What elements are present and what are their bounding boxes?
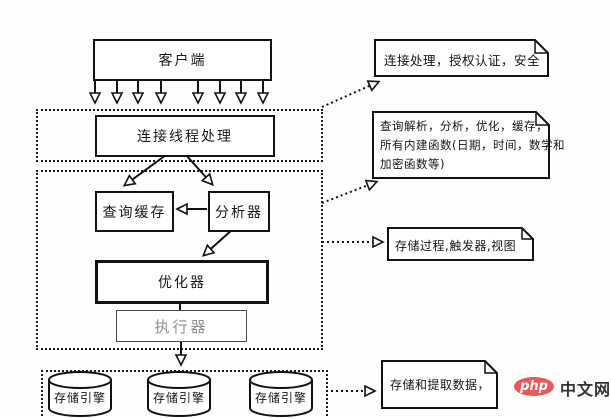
- connector-note-connection: [321, 80, 381, 108]
- note-query-text: 查询解析，分析，优化，缓存， 所有内建函数(日期，时间，数学和 加密函数等): [380, 117, 565, 174]
- note-storage-text: 存储和提取数据，: [390, 378, 491, 392]
- client-box: 客户端: [93, 39, 272, 81]
- note-query-line: 加密函数等): [380, 157, 445, 171]
- note-query-line: 所有内建函数(日期，时间，数学和: [380, 138, 565, 152]
- note-connection-text: 连接处理，授权认证，安全: [384, 53, 541, 68]
- executor-box: 执行器: [116, 310, 247, 342]
- php-logo-icon: php: [514, 377, 554, 396]
- core-layer-region: [36, 170, 323, 350]
- analyzer-box: 分析器: [208, 191, 270, 232]
- note-connectors: [321, 80, 385, 398]
- note-fold-icon: [521, 228, 533, 240]
- connection-layer-region: [36, 109, 323, 162]
- query-cache-box: 查询缓存: [95, 191, 174, 232]
- note-stored-objects-text: 存储过程,触发器,视图: [395, 239, 517, 253]
- note-shapes: [372, 39, 550, 409]
- optimizer-box: 优化器: [95, 260, 269, 304]
- site-name: 中文网: [560, 380, 611, 399]
- client-request-arrows: [88, 78, 270, 105]
- note-query-line: 查询解析，分析，优化，缓存，: [380, 119, 548, 133]
- storage-engine-label: 存储引擎: [254, 391, 307, 405]
- connector-note-query: [321, 179, 379, 204]
- storage-engine-label: 存储引擎: [53, 391, 106, 405]
- storage-engine-label: 存储引擎: [152, 391, 205, 405]
- connection-thread-box: 连接线程处理: [95, 115, 275, 157]
- note-fold-icon: [484, 361, 497, 374]
